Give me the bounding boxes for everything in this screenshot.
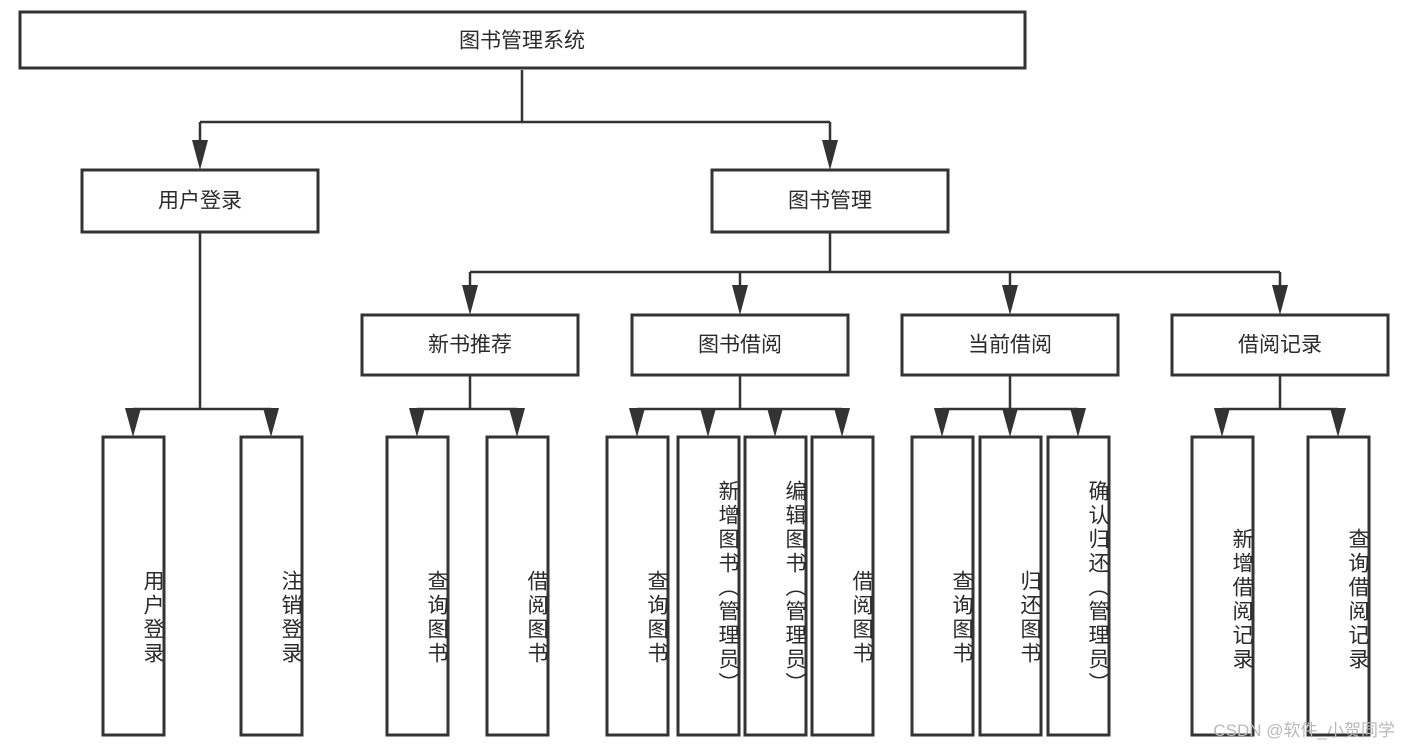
node-book-manage-box[interactable] — [710, 168, 950, 234]
node-leaf-query-book-2-box[interactable] — [605, 435, 670, 737]
node-new-book-rec[interactable]: 新书推荐 — [360, 313, 580, 377]
node-leaf-user-logout-box[interactable] — [239, 435, 304, 737]
connector-group-user-login — [125, 232, 279, 437]
node-leaf-query-book-3-box[interactable] — [910, 435, 975, 737]
arrow-head-leaf-borrow-book-2 — [834, 408, 850, 437]
leaf-boxes — [101, 435, 1371, 737]
connector-group-new-book-rec — [409, 375, 525, 437]
node-leaf-borrow-book-2-box[interactable] — [810, 435, 875, 737]
node-user-login[interactable]: 用户登录 — [80, 168, 320, 234]
node-leaf-query-record-box[interactable] — [1306, 435, 1371, 737]
node-root-box[interactable] — [18, 10, 1027, 70]
arrow-head-leaf-query-book-3 — [934, 408, 950, 437]
arrow-head-leaf-query-record — [1330, 408, 1346, 437]
node-book-borrow-box[interactable] — [630, 313, 850, 377]
node-root[interactable]: 图书管理系统 — [18, 10, 1027, 70]
node-leaf-return-book-box[interactable] — [978, 435, 1043, 737]
node-borrow-record-box[interactable] — [1170, 313, 1390, 377]
arrow-head-leaf-edit-book — [767, 408, 783, 437]
arrow-head-book-borrow — [732, 285, 748, 315]
node-root-label: 图书管理系统 — [459, 30, 585, 53]
node-current-borrow-label: 当前借阅 — [968, 334, 1052, 357]
node-leaf-borrow-book-1-box[interactable] — [485, 435, 550, 737]
node-book-manage[interactable]: 图书管理 — [710, 168, 950, 234]
arrow-head-leaf-borrow-book-1 — [509, 408, 525, 437]
node-new-book-rec-box[interactable] — [360, 313, 580, 377]
connector-group-root — [192, 70, 838, 170]
node-borrow-record-label: 借阅记录 — [1238, 334, 1322, 357]
arrow-head-leaf-return-book — [1002, 408, 1018, 437]
arrow-head-new-book-rec — [462, 285, 478, 315]
arrow-head-leaf-query-book-2 — [629, 408, 645, 437]
node-user-login-box[interactable] — [80, 168, 320, 234]
node-book-manage-label: 图书管理 — [788, 190, 872, 213]
connector-group-current-borrow — [934, 375, 1086, 437]
connector-group-book-manage — [462, 232, 1288, 315]
node-current-borrow-box[interactable] — [900, 313, 1120, 377]
arrow-head-leaf-user-logout — [263, 408, 279, 437]
node-leaf-confirm-return-box[interactable] — [1046, 435, 1111, 737]
node-leaf-query-book-1-box[interactable] — [385, 435, 450, 737]
node-leaf-add-record-box[interactable] — [1190, 435, 1255, 737]
arrow-head-leaf-query-book-1 — [409, 408, 425, 437]
arrow-head-leaf-confirm-return — [1070, 408, 1086, 437]
arrow-head-leaf-add-book — [700, 408, 716, 437]
node-book-borrow-label: 图书借阅 — [698, 334, 782, 357]
arrow-head-borrow-record — [1272, 285, 1288, 315]
arrow-head-leaf-add-record — [1214, 408, 1230, 437]
arrow-head-current-borrow — [1002, 285, 1018, 315]
arrow-head-user-login — [192, 140, 208, 170]
connector-group-borrow-record — [1214, 375, 1346, 437]
node-new-book-rec-label: 新书推荐 — [428, 334, 512, 357]
node-current-borrow[interactable]: 当前借阅 — [900, 313, 1120, 377]
node-leaf-add-book-box[interactable] — [676, 435, 741, 737]
node-book-borrow[interactable]: 图书借阅 — [630, 313, 850, 377]
node-user-login-label: 用户登录 — [158, 190, 242, 213]
connector-group-book-borrow — [629, 375, 850, 437]
node-leaf-edit-book-box[interactable] — [743, 435, 808, 737]
arrow-head-leaf-user-login — [125, 408, 141, 437]
node-leaf-user-login-box[interactable] — [101, 435, 166, 737]
node-borrow-record[interactable]: 借阅记录 — [1170, 313, 1390, 377]
arrow-head-book-manage — [822, 140, 838, 170]
